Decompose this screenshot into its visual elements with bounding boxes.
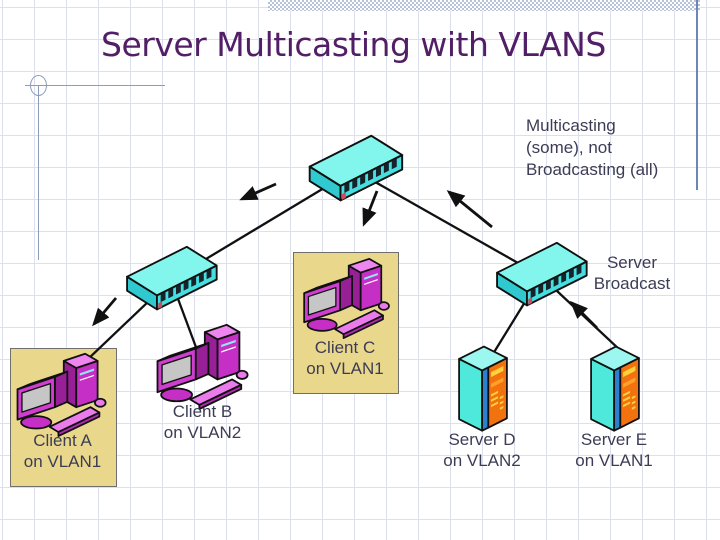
- broadcast-arrow-to-client-a-icon: [92, 297, 118, 327]
- server-broadcast-arrow-icon: [569, 300, 598, 329]
- client-c-name: Client C: [314, 338, 376, 357]
- server-broadcast-caption-line2: Broadcast: [593, 274, 671, 293]
- server-d-tower-icon: [458, 345, 508, 432]
- server-e-vlan: on VLAN1: [575, 451, 653, 470]
- client-c-label: Client C on VLAN1: [293, 337, 397, 379]
- multicast-note-line2: (some), not: [526, 138, 612, 157]
- server-e-label: Server E on VLAN1: [563, 429, 665, 471]
- client-b-vlan: on VLAN2: [163, 423, 242, 442]
- ornament-circle-icon: [30, 75, 47, 96]
- client-b-label: Client B on VLAN2: [150, 401, 255, 443]
- server-broadcast-caption: Server Broadcast: [578, 252, 686, 294]
- client-c-vlan: on VLAN1: [306, 359, 384, 378]
- broadcast-arrow-to-core-icon: [446, 190, 493, 229]
- broadcast-arrow-down-icon: [362, 190, 379, 227]
- multicast-note-line1: Multicasting: [526, 116, 616, 135]
- ornament-vertical-line: [38, 86, 39, 260]
- top-accent-bar: [268, 0, 700, 11]
- link-core-switch-to-right-switch: [353, 168, 542, 278]
- client-c-computer-icon: [303, 258, 390, 339]
- server-broadcast-caption-line1: Server: [606, 253, 658, 272]
- server-d-name: Server D: [448, 430, 516, 449]
- client-a-name: Client A: [33, 431, 92, 450]
- multicast-note: Multicasting (some), not Broadcasting (a…: [526, 115, 706, 181]
- client-a-vlan: on VLAN1: [23, 452, 102, 471]
- ornament-horizontal-line: [25, 85, 165, 86]
- client-a-computer-icon: [16, 352, 107, 437]
- core-switch-icon: [308, 134, 404, 202]
- server-e-name: Server E: [580, 430, 648, 449]
- broadcast-arrow-to-left-icon: [239, 182, 277, 201]
- multicast-note-line3: Broadcasting (all): [526, 160, 659, 179]
- client-a-label: Client A on VLAN1: [10, 430, 115, 472]
- server-d-vlan: on VLAN2: [443, 451, 521, 470]
- left-switch-icon: [126, 245, 218, 311]
- client-b-name: Client B: [172, 402, 233, 421]
- right-accent-line: [696, 0, 698, 190]
- server-e-tower-icon: [590, 345, 640, 432]
- slide-title: Server Multicasting with VLANS: [101, 25, 606, 64]
- server-d-label: Server D on VLAN2: [431, 429, 533, 471]
